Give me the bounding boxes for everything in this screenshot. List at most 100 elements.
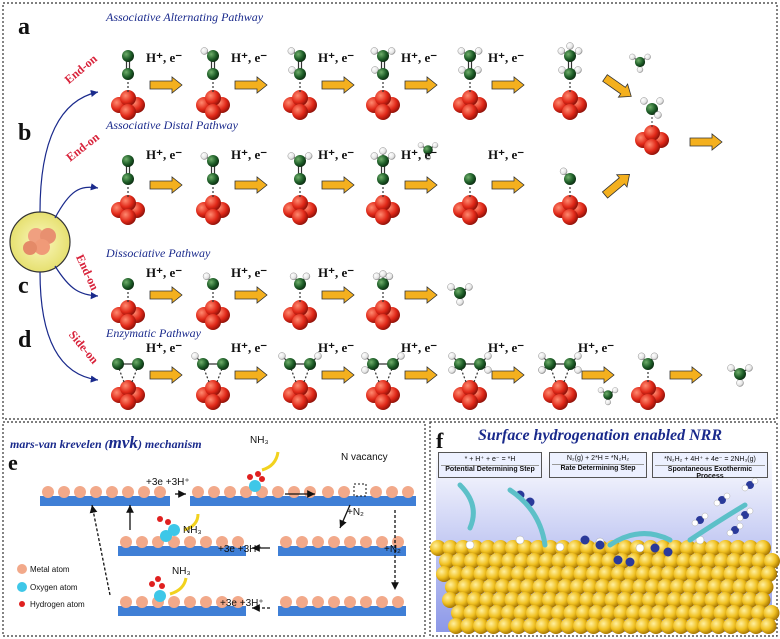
row-b-mol-4 bbox=[366, 147, 400, 225]
row-d-step-3: H⁺, e⁻ bbox=[318, 340, 355, 355]
row-d-arrow-3 bbox=[321, 366, 355, 384]
row-c-mol-4 bbox=[366, 270, 400, 330]
e-nh3-mid: NH₃ bbox=[183, 525, 202, 536]
f-box-3-desc: Spontaneous Exothermic Process bbox=[655, 465, 765, 480]
row-b-arrow-1 bbox=[149, 176, 183, 194]
row-c-arrow-4 bbox=[404, 286, 438, 304]
legend-oxygen: Oxygen atom bbox=[30, 583, 78, 592]
legend-metal: Metal atom bbox=[30, 565, 70, 574]
row-d-mol-1 bbox=[111, 358, 145, 410]
f-box-2-desc: Rate Determining Step bbox=[552, 464, 644, 472]
e-slab-2 bbox=[190, 486, 320, 506]
row-b-step-5: H⁺, e⁻ bbox=[488, 147, 525, 162]
row-d-arrow-7 bbox=[669, 366, 703, 384]
legend-metal-icon bbox=[17, 564, 27, 574]
row-d-step-1: H⁺, e⁻ bbox=[146, 340, 183, 355]
e-step-5: +3e +3H⁺ bbox=[220, 598, 264, 609]
row-a-mol-4 bbox=[366, 47, 400, 120]
row-a-arrow-5 bbox=[491, 76, 525, 94]
row-c-mol-1 bbox=[111, 278, 145, 330]
row-d-arrow-5 bbox=[491, 366, 525, 384]
row-b-mol-1 bbox=[111, 155, 145, 225]
panel-letter-b: b bbox=[18, 120, 32, 146]
row-d-arrow-1 bbox=[149, 366, 183, 384]
row-c-arrow-1 bbox=[149, 286, 183, 304]
f-box-1: * + H⁺ + e⁻ = *H Potential Determining S… bbox=[438, 452, 542, 478]
panel-f-frame bbox=[429, 421, 778, 637]
row-d-step-5: H⁺, e⁻ bbox=[488, 340, 525, 355]
pathway-title-c: Dissociative Pathway bbox=[106, 246, 211, 260]
row-b-mol-5 bbox=[453, 173, 487, 225]
row-a-mol-3 bbox=[283, 47, 317, 120]
row-d-molecules bbox=[111, 352, 753, 410]
row-d-step-4: H⁺, e⁻ bbox=[401, 340, 438, 355]
f-box-3: *N₂H₂ + 4H⁺ + 4e⁻ = 2NH₃(g) Spontaneous … bbox=[652, 452, 768, 480]
row-a-step-2: H⁺, e⁻ bbox=[231, 50, 268, 65]
row-d-arrow-6 bbox=[581, 366, 615, 384]
e-nh3-arrow-1 bbox=[261, 451, 280, 472]
f-box-3-eq: *N₂H₂ + 4H⁺ + 4e⁻ = 2NH₃(g) bbox=[664, 456, 756, 463]
e-slab-7 bbox=[278, 596, 406, 616]
row-d-mol-5 bbox=[448, 352, 492, 410]
legend-hydrogen: Hydrogen atom bbox=[30, 600, 85, 609]
row-b-step-1: H⁺, e⁻ bbox=[146, 147, 183, 162]
row-b-mol-6 bbox=[553, 167, 587, 225]
panel-letter-a: a bbox=[18, 14, 30, 40]
row-a-arrow-2 bbox=[234, 76, 268, 94]
row-c-molecules bbox=[111, 270, 473, 330]
curve-a bbox=[39, 89, 99, 213]
e-step-1: +3e +3H⁺ bbox=[146, 477, 190, 488]
panel-f-surface bbox=[430, 477, 780, 634]
legend-oxygen-icon bbox=[17, 582, 27, 592]
row-a-step-1: H⁺, e⁻ bbox=[146, 50, 183, 65]
row-a-mol-5 bbox=[453, 47, 487, 120]
legend-hydrogen-icon bbox=[19, 601, 25, 607]
row-c-mol-3 bbox=[283, 272, 317, 330]
row-b-mol-2 bbox=[196, 152, 230, 225]
pathway-title-a: Associative Alternating Pathway bbox=[106, 10, 264, 24]
panel-e-frame bbox=[2, 421, 426, 637]
f-flow-arrow-3 bbox=[607, 531, 673, 548]
pathway-title-d: Enzymatic Pathway bbox=[106, 326, 201, 340]
e-slab-6 bbox=[118, 596, 246, 616]
row-c-arrow-2 bbox=[234, 286, 268, 304]
row-a-step-3: H⁺, e⁻ bbox=[318, 50, 355, 65]
row-a-mol-6 bbox=[553, 42, 587, 120]
row-a-nh3-product bbox=[629, 53, 651, 73]
pathway-title-b: Associative Distal Pathway bbox=[106, 118, 238, 132]
e-step-4: +3e +3H⁺ bbox=[218, 544, 262, 555]
row-c-mol-2 bbox=[196, 272, 230, 330]
panel-e-diagram bbox=[17, 451, 416, 616]
e-slab-5 bbox=[278, 536, 406, 556]
e-nh3-top: NH₃ bbox=[250, 435, 269, 446]
row-d-mol-7 bbox=[631, 352, 665, 410]
f-flow-arrow-4 bbox=[687, 502, 748, 543]
row-b-molecules bbox=[111, 142, 587, 225]
row-b-arrow-4 bbox=[404, 176, 438, 194]
row-b-arrow-2 bbox=[234, 176, 268, 194]
panel-e-title: mars-van krevelen (mvk) mechanism bbox=[10, 433, 202, 452]
f-box-2-eq: N₂(g) + 2*H = *N₂H₂ bbox=[566, 455, 630, 462]
e-n-vacancy: N vacancy bbox=[341, 452, 388, 463]
row-d-arrow-4 bbox=[404, 366, 438, 384]
row-d-arrow-2 bbox=[234, 366, 268, 384]
row-c-step-3: H⁺, e⁻ bbox=[318, 265, 355, 280]
curve-d bbox=[39, 271, 99, 383]
row-d-step-6: H⁺, e⁻ bbox=[578, 340, 615, 355]
e-nh3-bottom: NH₃ bbox=[172, 566, 191, 577]
row-b-step-4: H⁺, e⁻ bbox=[401, 147, 438, 162]
row-b-arrow-3 bbox=[321, 176, 355, 194]
row-b-arrow-5 bbox=[491, 176, 525, 194]
row-c-arrow-3 bbox=[321, 286, 355, 304]
row-d-mol-4 bbox=[361, 352, 405, 410]
e-slab-3 bbox=[320, 483, 416, 506]
e-step-2: +N₂ bbox=[347, 507, 364, 518]
e-nh3-arrow-2 bbox=[183, 513, 200, 532]
panel-f-title: Surface hydrogenation enabled NRR bbox=[478, 427, 723, 444]
row-c-step-2: H⁺, e⁻ bbox=[231, 265, 268, 280]
row-a-arrow-1 bbox=[149, 76, 183, 94]
e-slab-1 bbox=[40, 486, 170, 506]
row-b-step-3: H⁺, e⁻ bbox=[318, 147, 355, 162]
f-flow-arrow-1 bbox=[457, 482, 476, 531]
